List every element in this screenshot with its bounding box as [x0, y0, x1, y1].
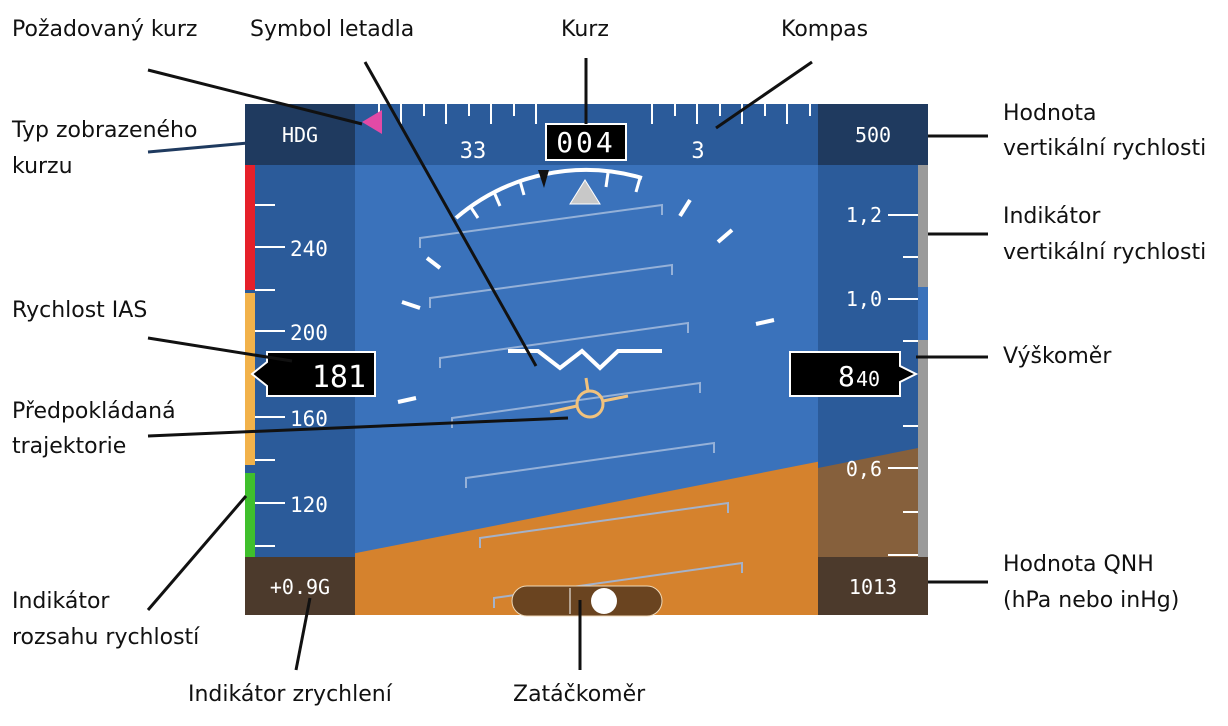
speed-readout: 181: [250, 351, 376, 397]
aircraft-symbol: [508, 348, 662, 371]
qnh-value-box: [818, 557, 928, 615]
label-vs-value-line2: vertikální rychlosti: [1003, 136, 1207, 161]
bank-arc: [397, 168, 775, 404]
speed-range-red: [245, 165, 255, 290]
leader-compass: [715, 60, 813, 130]
heading-readout: 004: [545, 123, 627, 161]
leader-accel: [294, 597, 312, 671]
label-qnh-line2: (hPa nebo inHg): [1003, 588, 1180, 613]
label-vs-value-line1: Hodnota: [1003, 101, 1097, 126]
bank-pointer: [538, 170, 549, 188]
label-compass: Kompas: [781, 17, 869, 42]
label-qnh-line1: Hodnota QNH: [1003, 552, 1154, 577]
heading-value: 004: [556, 126, 616, 159]
vs-value: 500: [855, 123, 891, 147]
leader-speed-range: [146, 495, 248, 611]
leader-ias: [147, 336, 293, 363]
vs-tape-ground: [818, 448, 918, 557]
pitch-ladder: [419, 203, 743, 608]
vs-tick-1-2: 1,2: [846, 203, 882, 227]
label-flight-path-line2: trajektorie: [12, 434, 127, 459]
vs-indicator-bar-upper: [918, 165, 928, 287]
label-heading-type-line2: kurzu: [12, 154, 73, 179]
speed-value: 181: [312, 360, 366, 395]
speed-range-green: [245, 473, 255, 557]
label-ias: Rychlost IAS: [12, 298, 148, 323]
label-aircraft-symbol: Symbol letadla: [250, 17, 415, 42]
label-speed-range-line1: Indikátor: [12, 589, 110, 614]
label-altimeter: Výškoměr: [1003, 344, 1112, 369]
altitude-main-digit: 8: [838, 360, 855, 393]
label-flight-path-line1: Předpokládaná: [12, 399, 176, 424]
vs-tick-0-6: 0,6: [846, 457, 882, 481]
vs-tick-1-0: 1,0: [846, 287, 882, 311]
speed-tick-200: 200: [290, 321, 328, 345]
turn-coordinator: [511, 585, 663, 617]
label-heading-type-line1: Typ zobrazeného: [12, 118, 198, 143]
roll-pointer: [569, 179, 601, 205]
label-turn: Zatáčkoměr: [513, 682, 646, 707]
qnh-value: 1013: [849, 575, 897, 599]
leader-aircraft-symbol: [363, 61, 538, 367]
altitude-small-digits: 40: [856, 367, 880, 391]
vs-indicator-bar-lower: [918, 340, 928, 557]
heading-mode: HDG: [282, 123, 318, 147]
heading-mode-box: [245, 104, 355, 165]
label-speed-range-line2: rozsahu rychlostí: [12, 625, 200, 650]
g-value: +0.9G: [270, 575, 330, 599]
vs-value-box: [818, 104, 928, 165]
g-value-box: [245, 557, 355, 615]
speed-range-amber: [245, 293, 255, 465]
label-accel: Indikátor zrychlení: [188, 682, 392, 707]
label-vs-indicator-line2: vertikální rychlosti: [1003, 240, 1207, 265]
compass-label-33: 33: [460, 139, 487, 164]
speed-tick-240: 240: [290, 237, 328, 261]
pfd-display: 240 200 160 120 181: [245, 104, 928, 617]
flight-path-marker: [549, 377, 629, 419]
speed-tick-120: 120: [290, 493, 328, 517]
ground-area: [245, 440, 928, 615]
label-target-heading: Požadovaný kurz: [12, 17, 198, 42]
leader-flight-path: [147, 416, 569, 438]
target-heading-marker: [362, 110, 382, 134]
slip-ball: [591, 588, 617, 614]
leader-heading-type: [147, 141, 249, 154]
label-vs-indicator-line1: Indikátor: [1003, 204, 1101, 229]
label-heading: Kurz: [561, 17, 609, 42]
speed-tick-160: 160: [290, 407, 328, 431]
leader-lines: [146, 58, 988, 671]
compass-label-3: 3: [691, 139, 704, 164]
leader-target-heading: [147, 68, 363, 126]
altitude-readout: 8 40: [789, 351, 919, 397]
